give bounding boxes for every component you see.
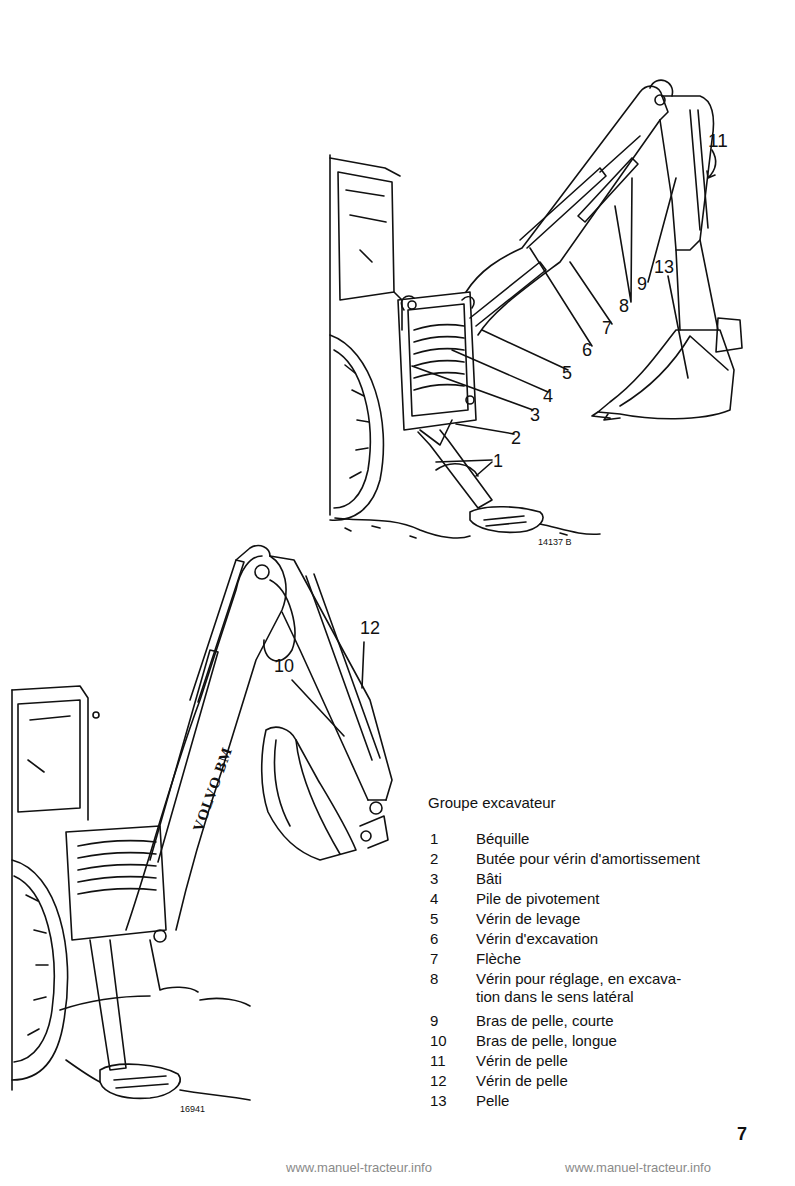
legend-number: 13: [430, 1092, 447, 1110]
callout-number: 12: [360, 618, 380, 640]
callout-number: 6: [582, 340, 592, 362]
legend-number: 10: [430, 1032, 447, 1050]
legend-number: 6: [430, 930, 438, 948]
callout-number: 9: [637, 274, 647, 296]
legend-text: Pile de pivotement: [476, 890, 599, 908]
callout-number: 5: [562, 363, 572, 385]
callout-number: 7: [602, 318, 612, 340]
legend-number: 7: [430, 950, 438, 968]
backhoe-figure-top: [330, 80, 742, 538]
legend-number: 8: [430, 970, 438, 988]
callout-number: 1: [493, 451, 503, 473]
callout-number: 11: [708, 130, 728, 153]
legend-text: Vérin de levage: [476, 910, 580, 928]
watermark: www.manuel-tracteur.info: [565, 1160, 711, 1176]
backhoe-figure-bottom: [12, 546, 392, 1100]
callout-number: 13: [654, 257, 674, 279]
legend-number: 4: [430, 890, 438, 908]
legend-text: Bâti: [476, 870, 502, 888]
legend-number: 2: [430, 850, 438, 868]
legend-number: 11: [430, 1052, 446, 1070]
legend-text: Vérin d'excavation: [476, 930, 598, 948]
legend-text: Butée pour vérin d'amortissement: [476, 850, 700, 868]
legend-text: Flèche: [476, 950, 521, 968]
callout-number: 10: [274, 656, 294, 678]
callout-number: 8: [619, 296, 629, 318]
legend-text: Pelle: [476, 1092, 509, 1110]
legend-text: Vérin pour réglage, en excava- tion dans…: [476, 970, 704, 1006]
callout-number: 2: [511, 428, 521, 450]
legend-number: 1: [430, 830, 438, 848]
list-heading: Groupe excavateur: [428, 794, 556, 812]
figure-number: 16941: [180, 1104, 205, 1115]
legend-text: Bras de pelle, longue: [476, 1032, 617, 1050]
legend-text: Bras de pelle, courte: [476, 1012, 614, 1030]
brand-mark: VOLVO BM: [189, 744, 236, 834]
legend-text: Vérin de pelle: [476, 1072, 568, 1090]
legend-number: 12: [430, 1072, 447, 1090]
legend-number: 9: [430, 1012, 438, 1030]
page-number: 7: [737, 1124, 747, 1146]
legend-number: 3: [430, 870, 438, 888]
legend-text: Béquille: [476, 830, 529, 848]
legend-text: Vérin de pelle: [476, 1052, 568, 1070]
watermark: www.manuel-tracteur.info: [286, 1160, 432, 1176]
legend-number: 5: [430, 910, 438, 928]
callout-number: 4: [543, 386, 553, 408]
callout-number: 3: [530, 405, 540, 427]
figure-number: 14137 B: [538, 537, 572, 548]
